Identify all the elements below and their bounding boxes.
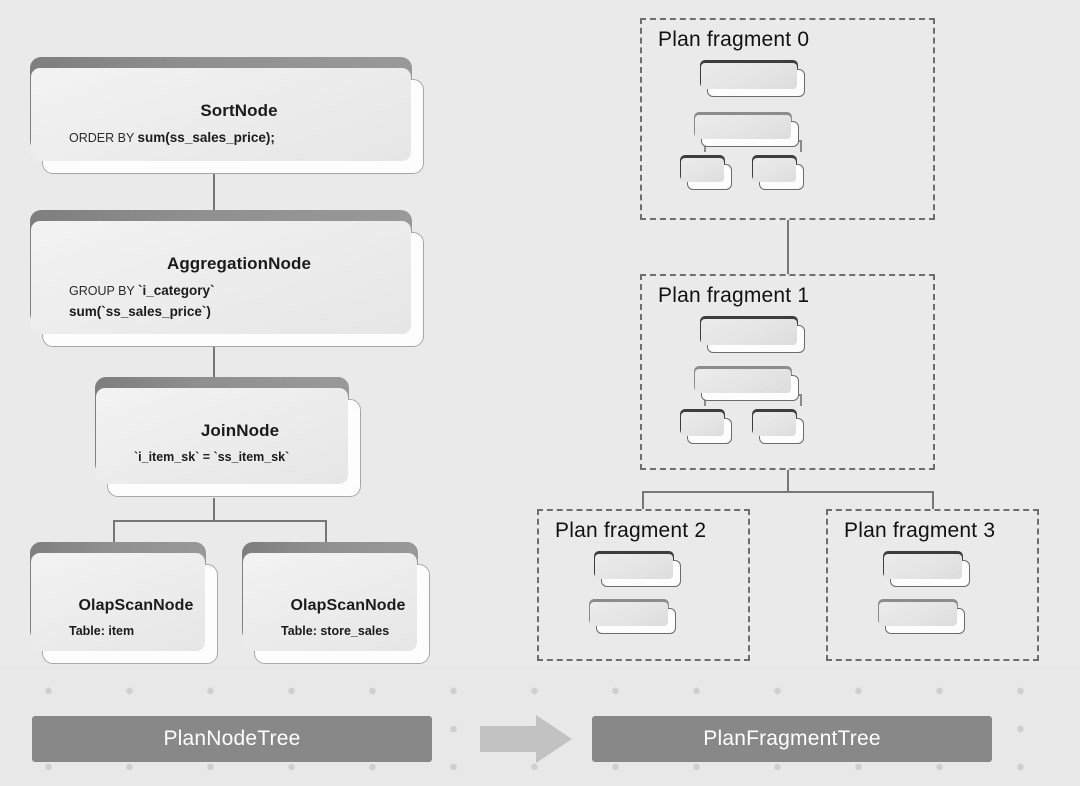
mini-card: [695, 115, 799, 147]
connector-aggregation-to-join: [213, 325, 215, 377]
connector-join-crossbar: [113, 520, 326, 522]
plan-node-sortnode[interactable]: SortNode ORDER BY sum(ss_sales_price);: [30, 57, 424, 174]
fragment-mini-node-bottom: [878, 599, 965, 634]
node-text: SortNode ORDER BY sum(ss_sales_price);: [55, 92, 423, 173]
node-detail-keyword: ORDER BY: [69, 131, 138, 145]
node-inner-panel: [31, 553, 205, 651]
fragment-mini-node-bottom: [589, 599, 676, 634]
fragment-mini-node-top: [700, 60, 805, 97]
fragment-mini-node-leaf-left: [680, 409, 732, 444]
connector-fragment1-crossbar: [642, 491, 933, 493]
connector-join-to-scan-item: [113, 520, 115, 542]
mini-connector-right: [800, 140, 802, 152]
connector-fragment1-to-fragment3: [932, 491, 934, 509]
node-text: OlapScanNode Table: store_sales: [267, 577, 429, 663]
node-detail: `i_item_sk` = `ss_item_sk`: [134, 450, 290, 464]
mini-inner: [681, 158, 724, 182]
fragment-mini-node-mid: [694, 366, 799, 401]
fragment-mini-node-mid: [694, 112, 799, 147]
mini-card: [595, 554, 681, 587]
node-text: JoinNode `i_item_sk` = `ss_item_sk`: [120, 412, 360, 496]
banner-plan-node-tree: PlanNodeTree: [32, 716, 432, 762]
node-title: AggregationNode: [166, 254, 312, 273]
fragment-mini-node-leaf-right: [752, 155, 804, 190]
connector-join-stem: [213, 498, 215, 521]
plan-fragment-1[interactable]: Plan fragment 1: [640, 274, 935, 470]
connector-fragment1-stem: [787, 470, 789, 492]
plan-fragment-2[interactable]: Plan fragment 2: [537, 509, 750, 661]
connector-fragment1-to-fragment2: [642, 491, 644, 509]
plan-node-olapscannode-store-sales[interactable]: OlapScanNode Table: store_sales: [242, 542, 430, 664]
connector-fragment0-to-fragment1: [787, 220, 789, 274]
node-title: JoinNode: [200, 421, 280, 440]
node-inner-panel: [31, 221, 411, 334]
fragment-mini-node-leaf-left: [680, 155, 732, 190]
plan-fragment-label: Plan fragment 0: [658, 28, 810, 51]
mini-inner: [879, 602, 957, 626]
mini-inner: [695, 369, 791, 393]
node-detail: GROUP BY `i_category`: [69, 281, 409, 302]
mini-card: [753, 412, 804, 444]
fragment-mini-node-top: [594, 551, 681, 587]
node-inner-panel: [96, 388, 348, 484]
mini-inner: [695, 115, 791, 139]
mini-card: [701, 63, 805, 97]
plan-fragment-label: Plan fragment 3: [844, 519, 996, 542]
node-title: SortNode: [200, 101, 278, 120]
plan-node-joinnode[interactable]: JoinNode `i_item_sk` = `ss_item_sk`: [95, 377, 361, 497]
node-detail-value: sum(ss_sales_price);: [137, 130, 275, 145]
fragment-mini-node-top: [883, 551, 970, 587]
mini-card: [681, 158, 732, 190]
mini-inner: [753, 158, 796, 182]
mini-inner: [681, 412, 724, 436]
mini-card: [884, 554, 970, 587]
mini-card: [681, 412, 732, 444]
mini-connector-right: [800, 394, 802, 406]
right-arrow-icon: [478, 713, 574, 765]
node-card: JoinNode `i_item_sk` = `ss_item_sk`: [96, 388, 361, 497]
node-text: AggregationNode GROUP BY `i_category` su…: [55, 245, 423, 346]
node-detail-value: `i_category`: [138, 283, 215, 298]
mini-card: [753, 158, 804, 190]
mini-inner: [595, 554, 673, 579]
mini-inner: [701, 319, 797, 345]
mini-inner: [884, 554, 962, 579]
node-card: SortNode ORDER BY sum(ss_sales_price);: [31, 68, 424, 174]
plan-node-olapscannode-item[interactable]: OlapScanNode Table: item: [30, 542, 218, 664]
mini-card: [590, 602, 676, 634]
connector-sort-to-aggregation: [213, 152, 215, 210]
node-card: AggregationNode GROUP BY `i_category` su…: [31, 221, 424, 347]
node-detail: ORDER BY sum(ss_sales_price);: [69, 128, 409, 149]
banner-plan-fragment-tree: PlanFragmentTree: [592, 716, 992, 762]
connector-join-to-scan-store-sales: [325, 520, 327, 542]
node-text: OlapScanNode Table: item: [55, 577, 217, 663]
plan-fragment-label: Plan fragment 2: [555, 519, 707, 542]
fragment-mini-node-top: [700, 316, 805, 353]
plan-fragment-3[interactable]: Plan fragment 3: [826, 509, 1039, 661]
mini-inner: [753, 412, 796, 436]
node-detail-line2: sum(`ss_sales_price`): [69, 303, 211, 319]
mini-card: [701, 319, 805, 353]
mini-inner: [701, 63, 797, 89]
node-detail-keyword: GROUP BY: [69, 284, 139, 298]
node-detail: Table: store_sales: [281, 624, 390, 638]
node-card: OlapScanNode Table: store_sales: [243, 553, 430, 664]
node-card: OlapScanNode Table: item: [31, 553, 218, 664]
plan-fragment-label: Plan fragment 1: [658, 284, 810, 307]
node-inner-panel: [243, 553, 417, 651]
node-detail: Table: item: [69, 624, 135, 638]
node-inner-panel: [31, 68, 411, 161]
mini-card: [695, 369, 799, 401]
fragment-mini-node-leaf-right: [752, 409, 804, 444]
mini-inner: [590, 602, 668, 626]
plan-node-aggregationnode[interactable]: AggregationNode GROUP BY `i_category` su…: [30, 210, 424, 347]
node-title: OlapScanNode: [290, 597, 406, 614]
plan-fragment-0[interactable]: Plan fragment 0: [640, 18, 935, 220]
mini-card: [879, 602, 965, 634]
node-title: OlapScanNode: [78, 597, 194, 614]
